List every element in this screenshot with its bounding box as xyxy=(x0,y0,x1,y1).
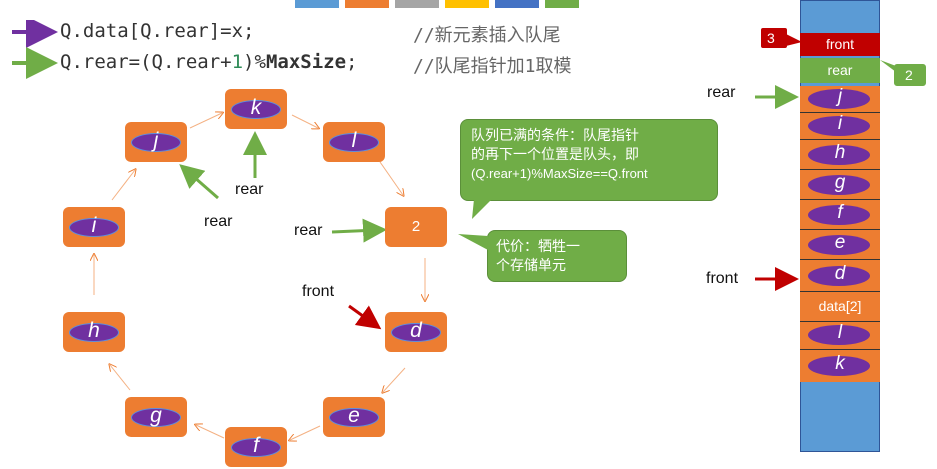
array-cell-label: h xyxy=(834,142,846,163)
code-line-2-prefix: Q.rear=(Q.rear+ xyxy=(60,51,232,73)
array-rear-value-badge: 2 xyxy=(893,63,927,87)
array-cell-f: f xyxy=(800,200,880,230)
callout-cost-tail xyxy=(458,234,488,250)
front-label-ring: front xyxy=(302,283,335,300)
ring-node-ellipse xyxy=(329,408,379,427)
ring-node-d: d xyxy=(385,312,447,352)
array-cell-i: i xyxy=(800,113,880,140)
array-cell-g: g xyxy=(800,170,880,200)
ring-node-label: j xyxy=(153,129,159,152)
callout-full-tail xyxy=(472,199,492,219)
array-cell-j: j xyxy=(800,86,880,113)
code-line-2-num: 1 xyxy=(231,51,244,73)
callout-cost: 代价：牺牲一 个存储单元 xyxy=(487,230,627,282)
array-cell-ellipse xyxy=(808,175,870,195)
array-cell-d: d xyxy=(800,260,880,292)
array-cell-label: data[2] xyxy=(818,298,862,314)
ring-node-ellipse xyxy=(231,438,281,457)
ring-node-label: f xyxy=(253,434,259,457)
array-cell-label: f xyxy=(837,202,843,223)
array-front-pointer-label: front xyxy=(706,270,739,287)
array-cell-label: j xyxy=(837,86,843,107)
array-cell-label: k xyxy=(835,353,845,374)
array-cell-label: i xyxy=(837,113,843,134)
callout-full-line-3: (Q.rear+1)%MaxSize==Q.front xyxy=(471,166,648,181)
code-line-2-end: ; xyxy=(346,51,358,73)
code-line-2-comment: //队尾指针加1取模 xyxy=(413,56,572,77)
array-cell-label: d xyxy=(834,263,846,284)
array-cell-label: g xyxy=(834,172,846,193)
code-arrows xyxy=(12,20,58,79)
ring-node-g: g xyxy=(125,397,187,437)
ring-node-ellipse xyxy=(131,133,181,152)
callout-full-line-2: 的再下一个位置是队头，即 xyxy=(471,146,639,162)
ring-node-l: l xyxy=(323,122,385,162)
array-cell-ellipse xyxy=(808,235,870,255)
ring-node-ellipse xyxy=(69,218,119,237)
array-cell-h: h xyxy=(800,140,880,170)
ring-node-ellipse xyxy=(131,408,181,427)
ring-node-empty-2: 2 xyxy=(385,207,447,247)
array-cell-ellipse xyxy=(808,205,870,225)
array-cell-e: e xyxy=(800,230,880,260)
array-front-header: front xyxy=(800,33,880,56)
array-cell-ellipse xyxy=(808,266,870,286)
ring-node-ellipse xyxy=(329,133,379,152)
ring-node-ellipse xyxy=(231,100,281,119)
ring-node-ellipse xyxy=(391,323,441,342)
ring-node-ellipse xyxy=(69,323,119,342)
rear-label-left: rear xyxy=(204,213,233,230)
ring-node-i: i xyxy=(63,207,125,247)
array-cell-ellipse xyxy=(808,356,870,376)
top-color-tabs xyxy=(295,0,585,8)
array-cell-ellipse xyxy=(808,325,870,345)
rear-label-mid: rear xyxy=(294,222,323,239)
code-line-2-mid: )% xyxy=(243,51,266,73)
code-line-1: Q.data[Q.rear]=x; xyxy=(60,20,254,42)
code-line-1-comment: //新元素插入队尾 xyxy=(413,25,561,46)
callout-cost-line-2: 个存储单元 xyxy=(496,257,566,273)
code-line-2: Q.rear=(Q.rear+1)%MaxSize; xyxy=(60,51,357,73)
array-cell-k: k xyxy=(800,350,880,382)
callout-cost-line-1: 代价：牺牲一 xyxy=(496,238,580,254)
ring-node-label: 2 xyxy=(411,218,421,235)
array-cell-label: l xyxy=(837,322,843,343)
ring-node-label: k xyxy=(250,96,262,119)
array-cell-ellipse xyxy=(808,89,870,109)
array-rear-header: rear xyxy=(800,58,880,83)
ring-node-e: e xyxy=(323,397,385,437)
ring-node-label: g xyxy=(150,404,162,427)
rear-badge-tail xyxy=(880,60,896,72)
ring-node-f: f xyxy=(225,427,287,467)
front-badge-tail xyxy=(786,34,802,46)
ring-node-j: j xyxy=(125,122,187,162)
rear-label-top: rear xyxy=(235,181,264,198)
array-rear-pointer-label: rear xyxy=(707,84,736,101)
code-line-1-text: Q.data[Q.rear]=x; xyxy=(60,20,255,42)
array-cell-ellipse xyxy=(808,145,870,165)
array-cell-label: e xyxy=(834,232,846,253)
array-front-value-badge: 3 xyxy=(760,27,788,49)
ring-node-h: h xyxy=(63,312,125,352)
array-cell-l: l xyxy=(800,322,880,350)
callout-full-line-1: 队列已满的条件：队尾指针 xyxy=(471,127,639,143)
ring-node-label: e xyxy=(348,404,360,427)
ring-node-label: i xyxy=(91,214,97,237)
ring-node-label: l xyxy=(351,129,357,152)
callout-full-condition: 队列已满的条件：队尾指针 的再下一个位置是队头，即 (Q.rear+1)%Max… xyxy=(460,119,718,201)
array-cells: j i h g f e d data[2] l k xyxy=(800,86,880,382)
ring-node-label: h xyxy=(88,319,100,342)
ring-node-k: k xyxy=(225,89,287,129)
array-cell-data-2: data[2] xyxy=(800,292,880,322)
code-line-2-maxsize: MaxSize xyxy=(265,51,347,73)
array-cell-ellipse xyxy=(808,116,870,136)
ring-node-label: d xyxy=(410,319,422,342)
